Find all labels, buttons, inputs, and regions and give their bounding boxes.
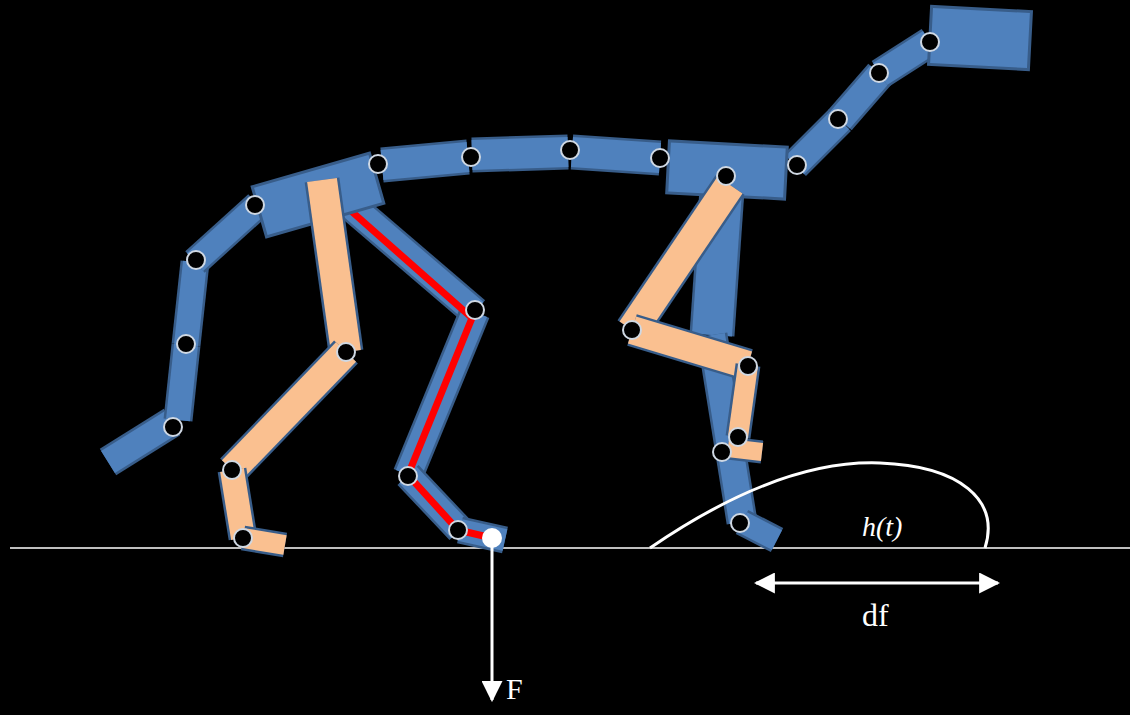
joint-dot	[164, 418, 182, 436]
head-block	[929, 6, 1032, 69]
swing-height-label: h(t)	[862, 512, 902, 543]
joint-dot	[187, 251, 205, 269]
body-segment	[382, 157, 468, 165]
near-leg-segment-outline	[728, 448, 762, 452]
step-length-arrow	[756, 582, 998, 585]
joint-dot	[713, 443, 731, 461]
joint-dot	[829, 110, 847, 128]
body-segment-outline	[186, 262, 195, 345]
body-segment	[108, 422, 172, 462]
joint-dot	[399, 467, 417, 485]
near-leg-segment-outline	[232, 470, 243, 538]
joint-dot	[623, 321, 641, 339]
body-segment-outline	[382, 157, 468, 165]
near-leg-segment	[322, 180, 346, 352]
body-segment-outline	[572, 152, 660, 158]
body-segment	[572, 152, 660, 158]
joint-dot	[870, 64, 888, 82]
joint-dot	[731, 514, 749, 532]
swing-height-curve	[650, 463, 988, 548]
far-leg-segment-outline	[350, 205, 475, 312]
joint-dot	[234, 529, 252, 547]
body-segment	[195, 205, 258, 262]
step-length-label: df	[862, 598, 889, 633]
force-arrow	[491, 540, 494, 700]
joint-dot	[449, 521, 467, 539]
body-segment	[186, 262, 195, 345]
joint-dot	[739, 357, 757, 375]
joint-dot	[177, 335, 195, 353]
joint-dot	[561, 141, 579, 159]
near-leg-segment	[232, 470, 243, 538]
body-segment	[472, 152, 568, 155]
near-leg-segment-outline	[322, 180, 346, 352]
near-leg-segment-outline	[632, 185, 730, 330]
joint-dot	[651, 149, 669, 167]
joint-dot	[729, 428, 747, 446]
body-segment-outline	[178, 345, 186, 420]
body-segment-outline	[472, 152, 568, 155]
ground-line	[10, 547, 1130, 549]
joint-dot	[246, 196, 264, 214]
near-leg-segment-outline	[232, 352, 346, 470]
joint-dot	[921, 33, 939, 51]
body-segment	[178, 345, 186, 420]
joint-dot	[369, 155, 387, 173]
joint-dot	[337, 343, 355, 361]
joint-dot	[466, 301, 484, 319]
body-segment-outline	[195, 205, 258, 262]
joint-dot	[223, 461, 241, 479]
body-segment-outline	[108, 422, 172, 462]
joint-dot	[717, 167, 735, 185]
joint-dot	[788, 156, 806, 174]
highlighted-leg-chain	[350, 210, 492, 538]
near-leg-segment	[232, 352, 346, 470]
near-leg-segment	[728, 448, 762, 452]
joint-dot	[462, 148, 480, 166]
force-label: F	[506, 672, 523, 705]
near-leg-segment	[632, 330, 748, 365]
contact-point	[482, 528, 502, 548]
near-leg-segment-outline	[632, 330, 748, 365]
far-leg-segment	[350, 205, 475, 312]
near-leg-segment	[632, 185, 730, 330]
